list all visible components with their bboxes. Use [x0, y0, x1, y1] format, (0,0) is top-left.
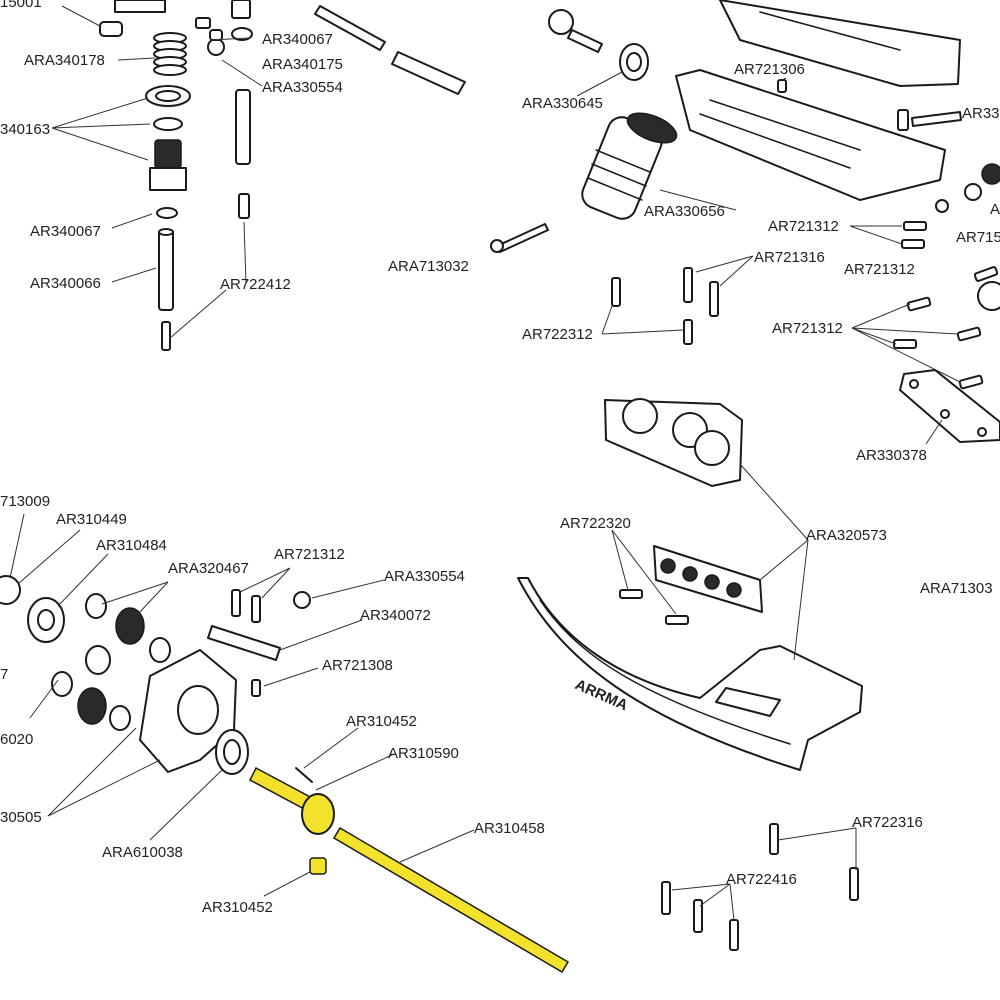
label-340163: 340163 [0, 121, 50, 138]
hinge-pin-part [235, 89, 251, 165]
label-ar715-clip: AR715 [956, 229, 1000, 246]
label-ara610038: ARA610038 [102, 844, 183, 861]
label-ar721312-d: AR721312 [274, 546, 345, 563]
threaded-collar-part [149, 139, 187, 191]
label-ara713032: ARA713032 [388, 258, 469, 275]
label-30505: 30505 [0, 809, 42, 826]
screws-group-b [611, 267, 719, 345]
ball-end-part [207, 29, 225, 56]
label-ar310449: AR310449 [56, 511, 127, 528]
cap-part [231, 27, 253, 41]
label-ar340072: AR340072 [360, 607, 431, 624]
link-plate-part [207, 625, 281, 661]
bottom-right-screws [661, 823, 859, 951]
label-ar721312-b: AR721312 [844, 261, 915, 278]
label-ar33-clip: AR33 [962, 105, 1000, 122]
label-ara330656: ARA330656 [644, 203, 725, 220]
hub-nut-part [935, 163, 1000, 213]
bearing-insert-part [27, 597, 65, 643]
label-ar340067-top: AR340067 [262, 31, 333, 48]
label-ar310452-b: AR310452 [202, 899, 273, 916]
small-screw-part [161, 321, 171, 351]
label-ara340178: ARA340178 [24, 52, 105, 69]
label-ar721308: AR721308 [322, 657, 393, 674]
label-ar310590: AR310590 [388, 745, 459, 762]
label-ara330554-top: ARA330554 [262, 79, 343, 96]
shock-absorber-part [581, 112, 678, 220]
label-ara71303-clip: ARA71303 [920, 580, 993, 597]
label-ara330645: ARA330645 [522, 95, 603, 112]
hub-carrier-part [139, 649, 237, 773]
label-ara330554-bot: ARA330554 [384, 568, 465, 585]
arm-screw-part [777, 79, 909, 131]
label-ar340067-mid: AR340067 [30, 223, 101, 240]
screws-group-c [893, 296, 984, 390]
shock-shaft-part [158, 228, 174, 311]
spring-part [153, 32, 187, 76]
label-a-clip: A [990, 201, 1000, 218]
carrier-screws [231, 589, 311, 623]
pin-part [295, 767, 313, 783]
upper-arm-part [719, 0, 961, 87]
label-ar330378: AR330378 [856, 447, 927, 464]
label-ar722416: AR722416 [726, 871, 797, 888]
label-ar722320: AR722320 [560, 515, 631, 532]
label-ara320573: ARA320573 [806, 527, 887, 544]
label-ara320467: ARA320467 [168, 560, 249, 577]
tube-part [231, 0, 251, 19]
label-7-clip: 7 [0, 666, 8, 683]
label-ar721312-c: AR721312 [772, 320, 843, 337]
driveshaft-top-part [391, 51, 466, 95]
lock-nut-part [0, 575, 21, 605]
mount-screws [619, 589, 689, 625]
lower-arm-part [675, 69, 946, 201]
label-ar722412: AR722412 [220, 276, 291, 293]
bulkhead-part [604, 398, 743, 487]
label-ar721306: AR721306 [734, 61, 805, 78]
label-ar340066: AR340066 [30, 275, 101, 292]
highlighted-driveshaft-part [249, 766, 570, 974]
outer-bearing-part [215, 729, 249, 775]
label-6020: 6020 [0, 731, 33, 748]
label-ar310458: AR310458 [474, 820, 545, 837]
shock-bushing-part [619, 43, 649, 81]
hinge-screw-part [238, 193, 250, 219]
label-ar721312-a: AR721312 [768, 218, 839, 235]
label-ar722312: AR722312 [522, 326, 593, 343]
long-bolt-part [490, 223, 549, 253]
axle-cup [301, 793, 335, 835]
ball-stud-part [548, 9, 603, 53]
label-15001: 15001 [0, 0, 42, 11]
part-labels: 15001 ARA340178 AR340067 ARA340175 ARA33… [0, 0, 1000, 916]
label-ar721316: AR721316 [754, 249, 825, 266]
pin-highlight [309, 857, 327, 875]
label-ar310484: AR310484 [96, 537, 167, 554]
bearings-part [51, 593, 171, 731]
small-washer-part [156, 207, 178, 219]
label-713009: 713009 [0, 493, 50, 510]
nut-part [195, 17, 211, 29]
label-ar310452-a: AR310452 [346, 713, 417, 730]
front-bumper-part [517, 577, 863, 771]
small-screw-b [251, 679, 261, 697]
spring-cap-part [99, 0, 166, 37]
bumper-mount-part [653, 545, 763, 613]
label-ara340175: ARA340175 [262, 56, 343, 73]
leader-lines [9, 5, 961, 921]
brace-plate-part [899, 369, 1000, 443]
driveshaft [332, 826, 570, 974]
washer-large-part [145, 85, 191, 107]
hub-right-part [977, 281, 1000, 311]
pin-long-part [314, 5, 386, 51]
arm-pin-part [911, 111, 962, 127]
oring-part [153, 117, 183, 131]
label-ar722316: AR722316 [852, 814, 923, 831]
